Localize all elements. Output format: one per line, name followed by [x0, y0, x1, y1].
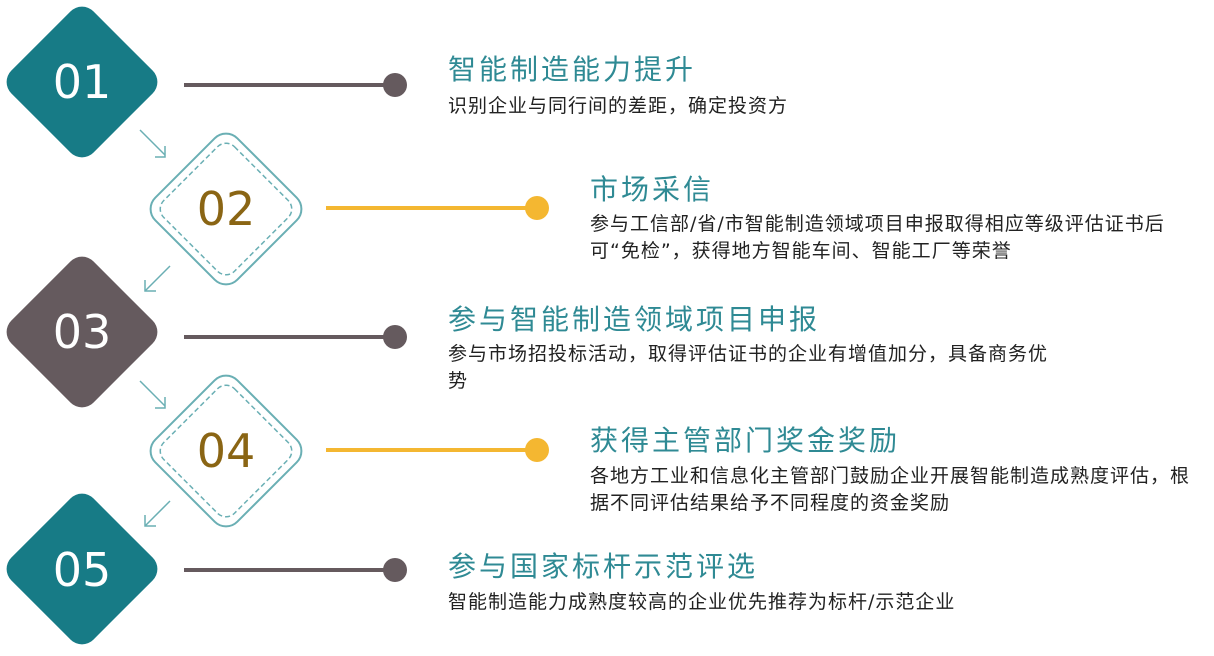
step-05: 05	[6, 493, 407, 645]
step-01-dot	[383, 73, 407, 97]
arrow-01-02	[139, 129, 166, 158]
step-03: 03	[6, 256, 407, 408]
step-04-number: 04	[197, 424, 256, 478]
step-04-title: 获得主管部门奖金奖励	[590, 424, 901, 457]
step-04-diamond	[149, 374, 303, 528]
step-05-description: 智能制造能力成熟度较高的企业优先推荐为标杆/示范企业	[448, 591, 956, 613]
step-04-dot	[525, 438, 549, 462]
step-05-number: 05	[53, 543, 112, 597]
step-05-dot	[383, 558, 407, 582]
step-01-number: 01	[53, 55, 112, 109]
step-01-diamond	[6, 6, 158, 158]
step-05-diamond	[6, 493, 158, 645]
step-01-description: 识别企业与同行间的差距，确定投资方	[448, 95, 789, 117]
step-03-number: 03	[53, 305, 112, 359]
arrow-03-04	[139, 380, 166, 409]
step-03-description: 参与市场招投标活动，取得评估证书的企业有增值加分，具备商务优势	[448, 343, 1049, 392]
step-04-description: 各地方工业和信息化主管部门鼓励企业开展智能制造成熟度评估，根据不同评估结果给予不…	[590, 465, 1191, 514]
step-03-dot	[383, 325, 407, 349]
step-03-title: 参与智能制造领域项目申报	[448, 303, 821, 336]
step-02-number: 02	[197, 182, 256, 236]
step-03-diamond	[6, 256, 158, 408]
step-02: 02	[149, 132, 549, 286]
step-02-diamond	[149, 132, 303, 286]
step-04: 04	[149, 374, 549, 528]
arrow-02-03	[144, 265, 171, 292]
step-02-description: 参与工信部/省/市智能制造领域项目申报取得相应等级评估证书后可“免检”，获得地方…	[590, 213, 1165, 262]
step-02-dot	[525, 196, 549, 220]
step-01: 01	[6, 6, 407, 158]
step-01-title: 智能制造能力提升	[448, 53, 697, 86]
step-05-title: 参与国家标杆示范评选	[448, 550, 759, 583]
arrow-04-05	[144, 500, 171, 527]
step-02-diamond-inner	[159, 142, 293, 276]
step-04-diamond-inner	[159, 384, 293, 518]
step-02-title: 市场采信	[590, 173, 715, 206]
